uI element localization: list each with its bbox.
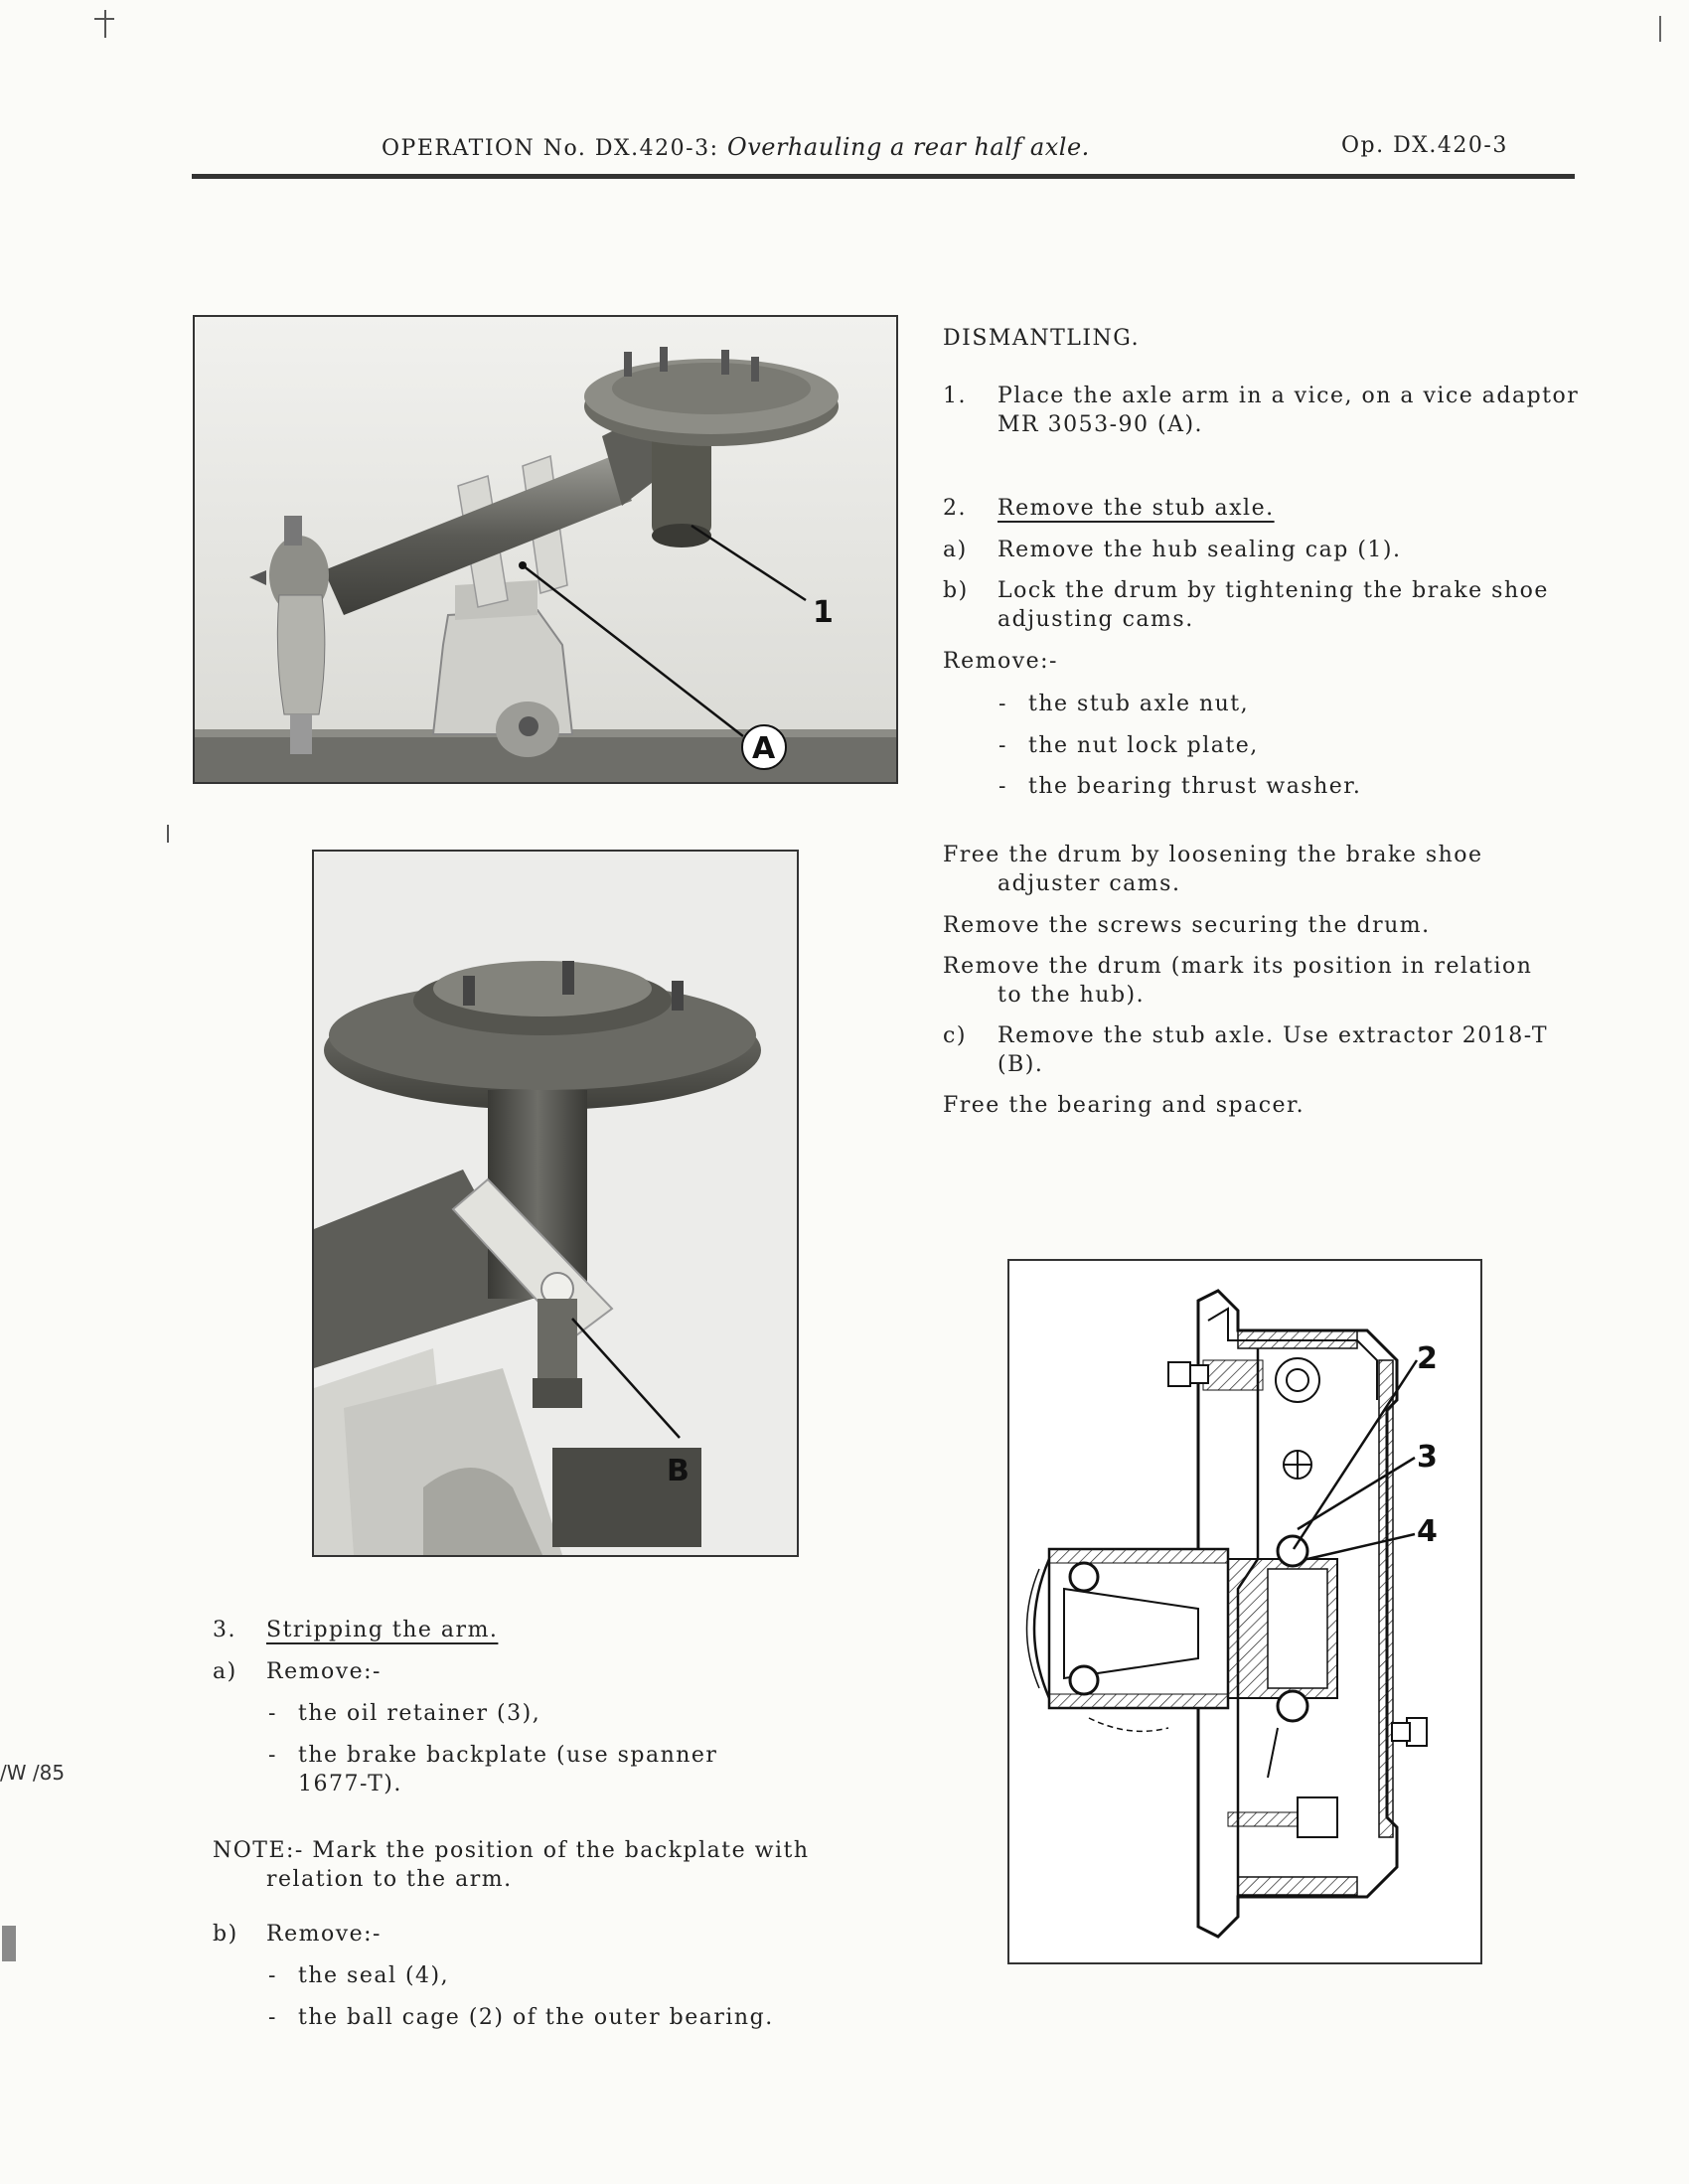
free-bearing-text: Free the bearing and spacer.: [943, 1093, 1305, 1118]
section-heading-dismantling: DISMANTLING.: [943, 326, 1141, 351]
step-3-title: Stripping the arm.: [266, 1618, 499, 1642]
callout-4: 4: [1417, 1514, 1438, 1549]
step-2b-text-cont: adjusting cams.: [998, 607, 1194, 632]
list-dash: -: [268, 1743, 277, 1768]
list-dash: -: [268, 1701, 277, 1726]
note-text-cont: relation to the arm.: [266, 1867, 513, 1892]
photo-axle-arm-in-vice: 1 A: [193, 315, 898, 784]
remove-screws-text: Remove the screws securing the drum.: [943, 913, 1431, 938]
remove-label: Remove:-: [943, 649, 1058, 674]
step-3-number: 3.: [213, 1618, 236, 1642]
list-dash: -: [998, 692, 1007, 716]
step-2c-text-cont: (B).: [998, 1052, 1044, 1077]
step-2-title: Remove the stub axle.: [998, 496, 1275, 521]
list-item-nut-lock-plate: the nut lock plate,: [1028, 733, 1259, 758]
step-2b-label: b): [943, 578, 969, 603]
step-1-text: Place the axle arm in a vice, on a vice …: [998, 384, 1580, 408]
scan-mark: [94, 18, 114, 20]
step-2c-text: Remove the stub axle. Use extractor 2018…: [998, 1023, 1549, 1048]
free-drum-text-cont: adjuster cams.: [998, 871, 1181, 896]
callout-a: A: [752, 731, 776, 766]
diagram-hub-cross-section: 2 3 4: [1007, 1259, 1482, 1964]
note-text: NOTE:- Mark the position of the backplat…: [213, 1838, 810, 1863]
margin-note: /W /85: [0, 1761, 66, 1785]
step-1-number: 1.: [943, 384, 967, 408]
list-dash: -: [268, 1963, 277, 1988]
list-dash: -: [268, 2005, 277, 2030]
step-1-text-cont: MR 3053-90 (A).: [998, 412, 1204, 437]
operation-label: OPERATION No. DX.420-3:: [382, 136, 719, 161]
list-item-ball-cage: the ball cage (2) of the outer bearing.: [298, 2005, 774, 2030]
photo-stub-axle-extractor: B: [312, 850, 799, 1557]
step-3a-remove-label: Remove:-: [266, 1659, 382, 1684]
list-item-brake-backplate: the brake backplate (use spanner: [298, 1743, 718, 1768]
list-item-oil-retainer: the oil retainer (3),: [298, 1701, 541, 1726]
page-reference: Op. DX.420-3: [1341, 133, 1508, 158]
page-header: OPERATION No. DX.420-3: Overhauling a re…: [382, 133, 1090, 161]
callout-3: 3: [1417, 1440, 1438, 1475]
operation-title: Overhauling a rear half axle.: [727, 133, 1090, 161]
step-2a-label: a): [943, 538, 968, 562]
step-2a-text: Remove the hub sealing cap (1).: [998, 538, 1402, 562]
list-item-stub-axle-nut: the stub axle nut,: [1028, 692, 1250, 716]
list-item-thrust-washer: the bearing thrust washer.: [1028, 774, 1362, 799]
scan-mark: [167, 825, 169, 843]
callout-2: 2: [1417, 1341, 1438, 1376]
step-3b-remove-label: Remove:-: [266, 1922, 382, 1947]
callout-b: B: [667, 1454, 690, 1488]
scan-mark: [104, 10, 106, 38]
list-item-brake-backplate-cont: 1677-T).: [298, 1772, 402, 1796]
list-item-seal: the seal (4),: [298, 1963, 450, 1988]
callout-1: 1: [813, 595, 834, 630]
step-3a-label: a): [213, 1659, 237, 1684]
free-drum-text: Free the drum by loosening the brake sho…: [943, 843, 1483, 867]
remove-drum-text: Remove the drum (mark its position in re…: [943, 954, 1533, 979]
scan-mark: [1659, 16, 1661, 42]
step-2b-text: Lock the drum by tightening the brake sh…: [998, 578, 1549, 603]
step-2c-label: c): [943, 1023, 967, 1048]
step-3b-label: b): [213, 1922, 238, 1947]
binding-mark: [2, 1926, 16, 1961]
remove-drum-text-cont: to the hub).: [998, 983, 1146, 1008]
header-rule: [192, 174, 1575, 179]
list-dash: -: [998, 733, 1007, 758]
list-dash: -: [998, 774, 1007, 799]
step-2-number: 2.: [943, 496, 967, 521]
